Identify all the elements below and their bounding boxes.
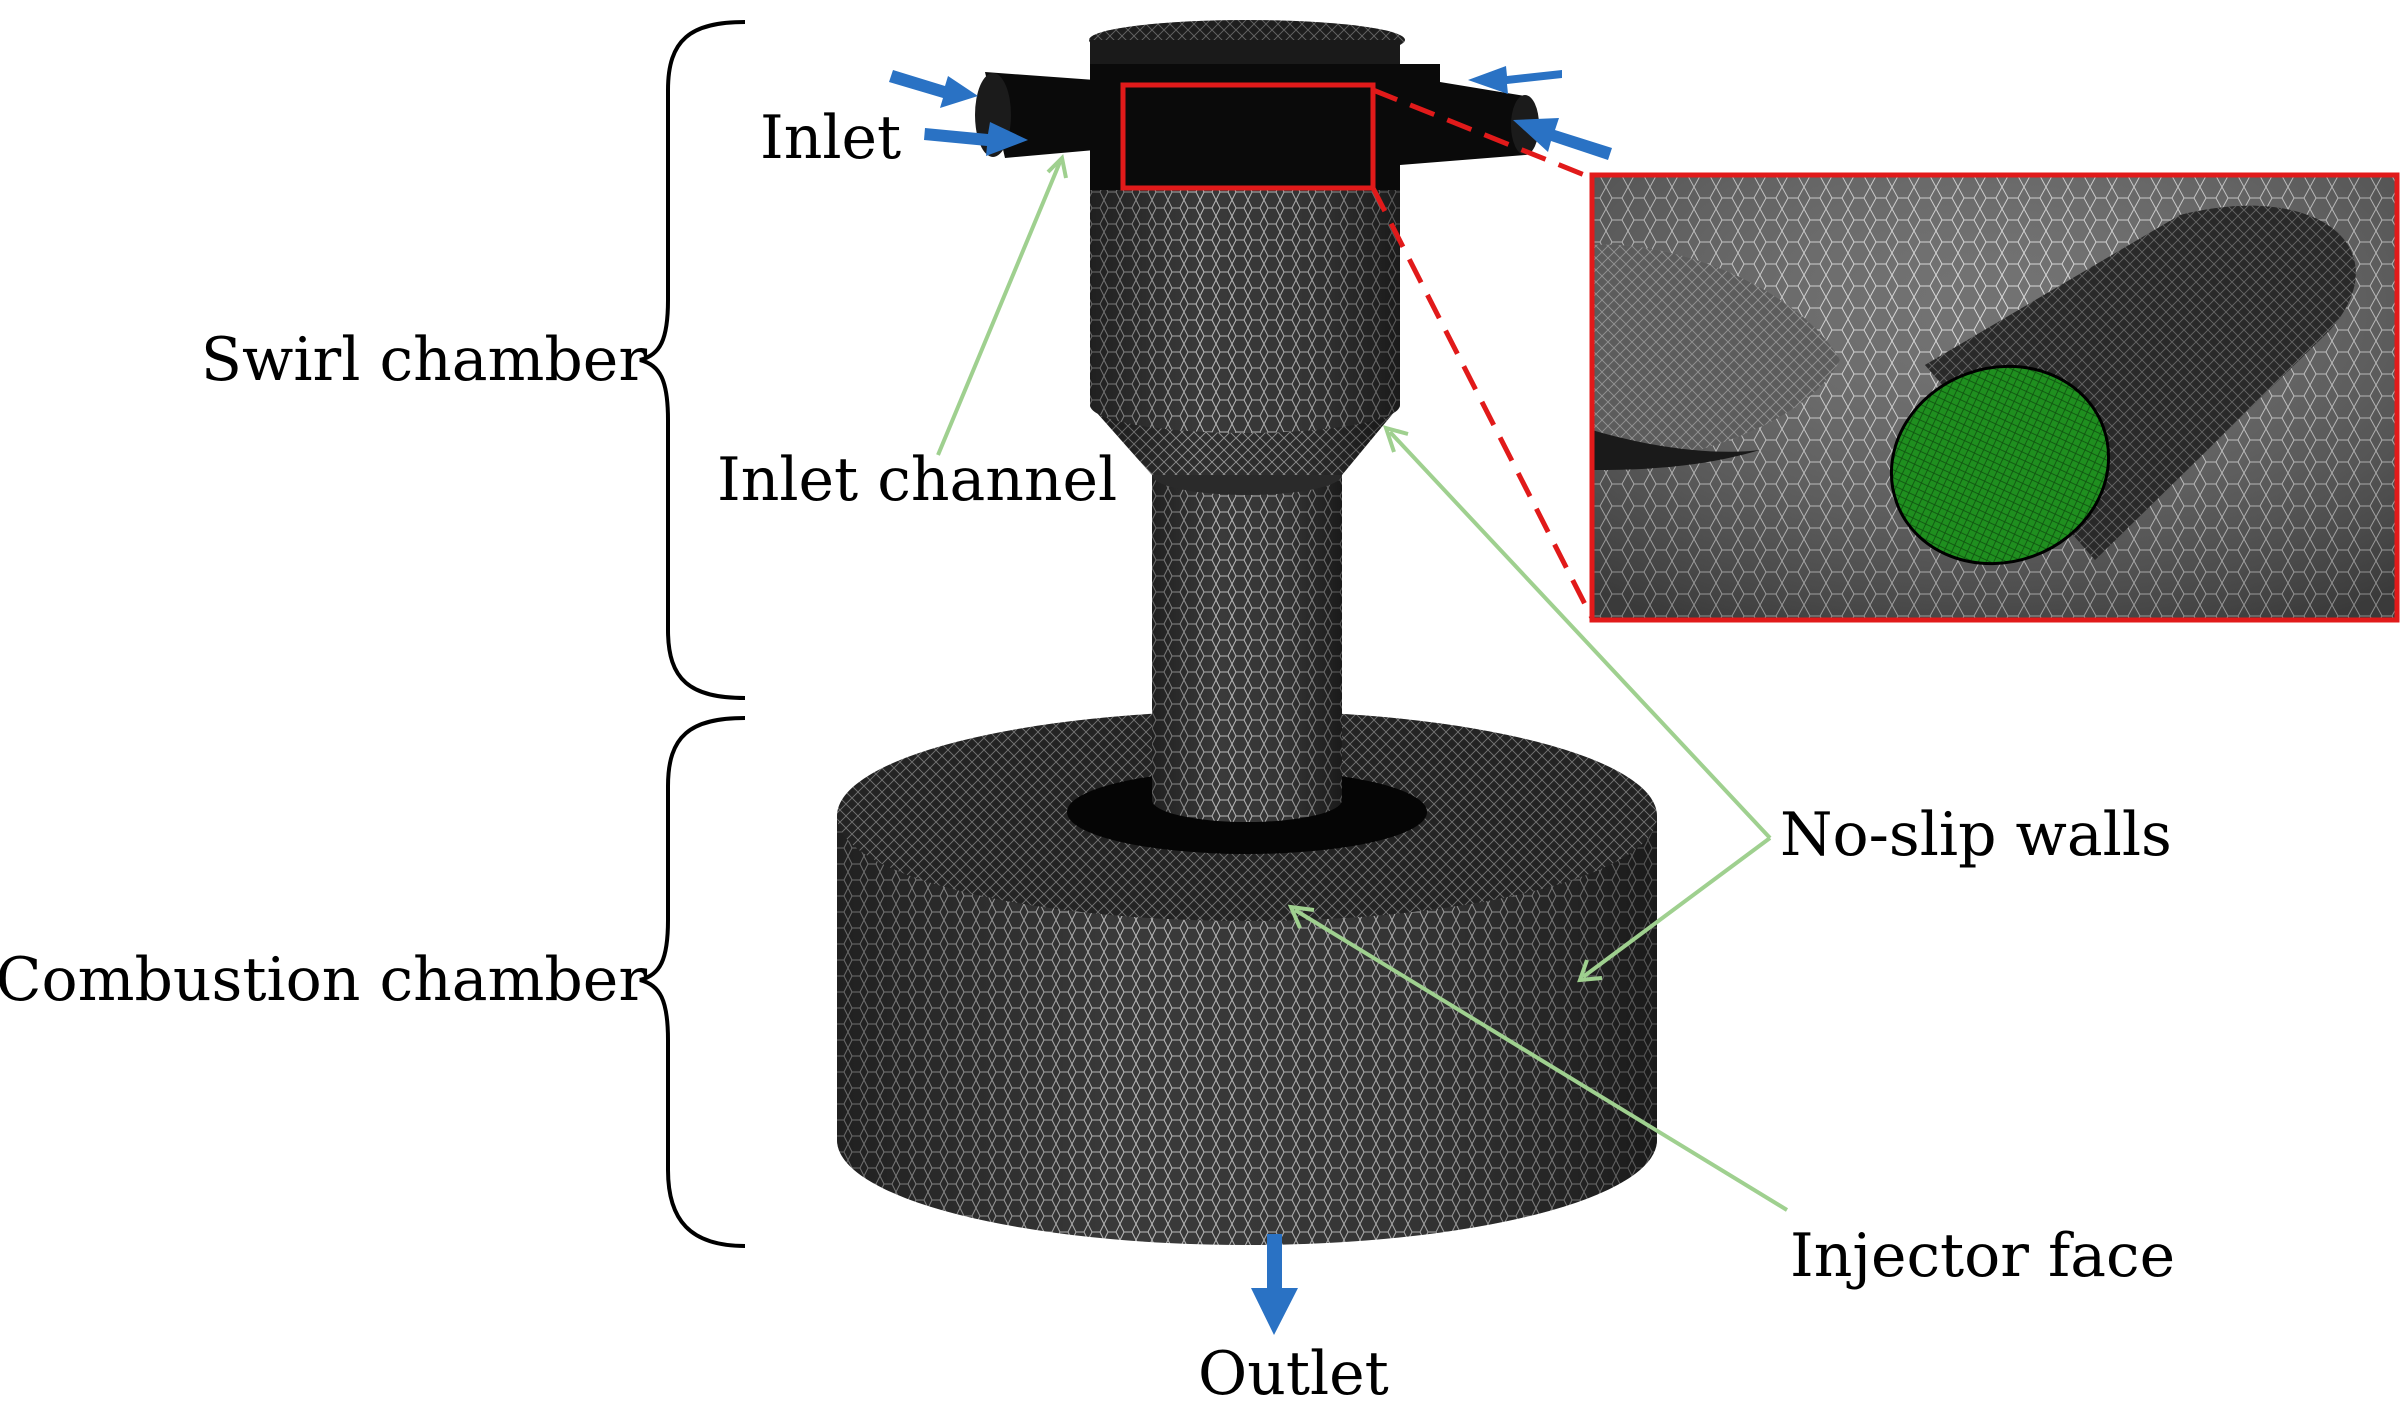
combustion-chamber-label: Combustion chamber: [0, 945, 647, 1015]
outlet-label: Outlet: [1198, 1339, 1389, 1409]
inlet-arrow-2: [924, 122, 1028, 156]
inlet-arrow-1: [889, 70, 978, 108]
leader-inlet-channel-head: [1046, 153, 1068, 179]
leader-injector-face-head: [1287, 904, 1315, 929]
combustion-chamber-brace: [639, 716, 746, 1248]
swirl-chamber-label: Swirl chamber: [200, 325, 647, 395]
inlet-label: Inlet: [760, 103, 902, 173]
zoom-inset: [1589, 172, 2400, 623]
inlet-arrow-3: [1468, 66, 1562, 94]
flow-arrows: [889, 66, 1612, 1335]
zoom-source-box: [1120, 82, 1376, 191]
swirl-chamber-body-mesh: [1090, 190, 1400, 433]
inlet-arrow-4: [1513, 118, 1612, 160]
leader-lines: [936, 153, 1789, 1212]
swirl-chamber-brace: [639, 20, 746, 700]
no-slip-walls-label: No-slip walls: [1780, 800, 2172, 870]
leader-injector-face: [1293, 908, 1789, 1212]
swirl-chamber-neck-mesh: [1152, 455, 1342, 822]
swirl-chamber-top-band: [1089, 20, 1405, 190]
zoom-connector-bottom: [1370, 186, 1595, 620]
leader-noslip-lower: [1581, 836, 1772, 979]
outlet-arrow: [1251, 1234, 1298, 1335]
injector-face-label: Injector face: [1790, 1221, 2176, 1291]
leader-noslip-lower-head: [1577, 959, 1603, 983]
inlet-face-green: [1889, 364, 2111, 566]
leader-noslip-upper-head: [1382, 425, 1409, 453]
leader-inlet-channel: [936, 161, 1062, 456]
inlet-channel-label: Inlet channel: [717, 445, 1118, 515]
leader-noslip-upper: [1388, 430, 1772, 840]
